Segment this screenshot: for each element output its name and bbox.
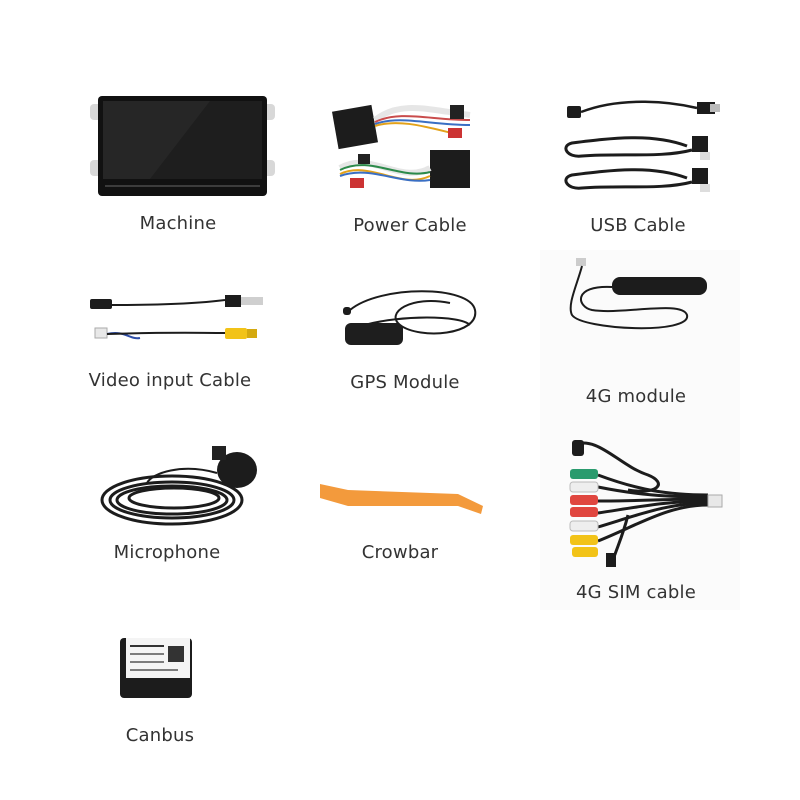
gps-module-label: GPS Module (350, 372, 460, 393)
4g-sim-cable-image (558, 435, 728, 570)
canbus-image (118, 632, 198, 702)
usb-cable-image (562, 98, 722, 203)
4g-module-label: 4G module (585, 386, 687, 407)
gps-antenna-icon (343, 290, 477, 345)
machine-image (90, 92, 275, 202)
gps-module-image (340, 285, 490, 355)
4g-antenna-icon (569, 258, 707, 330)
wiring-harness-icon (332, 104, 471, 188)
power-cable-label: Power Cable (353, 215, 467, 236)
video-input-cable-label: Video input Cable (88, 370, 252, 391)
canbus-box-icon (120, 638, 192, 698)
microphone-label: Microphone (113, 542, 221, 563)
head-unit-screen-icon (90, 96, 275, 196)
crowbar-label: Crowbar (361, 542, 439, 563)
microphone-image (92, 438, 267, 538)
4g-sim-cable-label: 4G SIM cable (576, 582, 696, 603)
4g-module-image (562, 255, 712, 340)
machine-label: Machine (139, 213, 217, 234)
video-input-cable-image (85, 290, 275, 350)
usb-cable-icon (564, 100, 720, 192)
canbus-label: Canbus (125, 725, 195, 746)
microphone-icon (100, 446, 257, 526)
pry-tool-icon (320, 484, 483, 514)
crowbar-image (318, 480, 483, 520)
rca-sim-cable-icon (569, 440, 723, 567)
rca-video-cable-icon (90, 295, 263, 340)
power-cable-image (330, 90, 490, 205)
usb-cable-label: USB Cable (590, 215, 686, 236)
